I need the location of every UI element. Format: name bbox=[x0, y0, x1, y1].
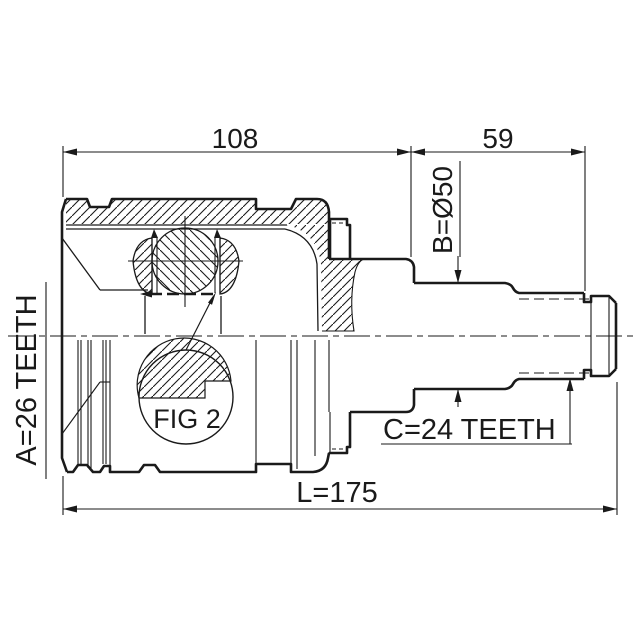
hatch-back-wall bbox=[287, 225, 364, 331]
cage-window-edges bbox=[128, 216, 243, 307]
part-outline bbox=[60, 197, 618, 474]
dimension-arrowheads bbox=[63, 148, 617, 513]
dim-c-teeth-label: C=24 TEETH bbox=[383, 414, 556, 446]
fig2-leader-line bbox=[185, 296, 214, 351]
dim-b-diameter-label: B=Ø50 bbox=[427, 166, 458, 254]
dim-length-label: L=175 bbox=[296, 477, 377, 509]
race-arrow bbox=[140, 290, 152, 298]
fig2-detail-bubble: FIG 2 bbox=[136, 292, 234, 445]
cage-tick-left bbox=[151, 229, 158, 238]
cage-tick-right bbox=[214, 229, 221, 238]
fig2-hatch-segment bbox=[136, 337, 232, 399]
dim-108-label: 108 bbox=[212, 123, 259, 154]
fig2-label: FIG 2 bbox=[153, 404, 221, 434]
minor-detail-lines bbox=[329, 222, 610, 453]
fig2-leader-arrow bbox=[208, 292, 216, 305]
lower-exterior-lines bbox=[61, 340, 330, 469]
dim-59-label: 59 bbox=[482, 123, 513, 154]
break-line-wavy bbox=[322, 258, 365, 332]
hatch-housing-wall bbox=[66, 200, 328, 224]
dimension-lines bbox=[45, 146, 618, 515]
dim-a-teeth-label: A=26 TEETH bbox=[11, 294, 43, 465]
